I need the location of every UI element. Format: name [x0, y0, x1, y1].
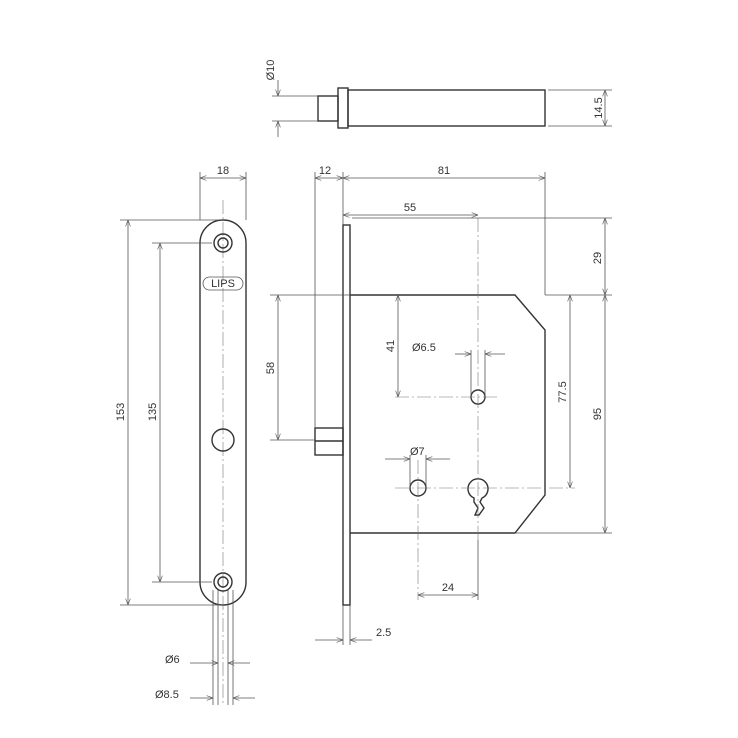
- dim-bolt-height: 58: [265, 362, 277, 374]
- dim-hole-small: Ø6: [165, 654, 180, 666]
- dim-spindle-diameter: Ø10: [265, 60, 277, 81]
- dim-spindle-height: 14.5: [593, 97, 605, 118]
- dim-plate-thickness: 2.5: [376, 627, 391, 639]
- faceplate-view: LIPS 18 153 135 Ø6 Ø8.5: [115, 165, 255, 705]
- spindle-view: Ø10 14.5: [265, 60, 612, 137]
- dim-key-spacing: 24: [442, 582, 454, 594]
- dim-hole-large: Ø8.5: [155, 689, 179, 701]
- dim-centers: 77.5: [557, 381, 569, 402]
- dim-faceplate-length: 153: [115, 403, 127, 421]
- lips-logo: LIPS: [211, 278, 235, 290]
- dim-hole-offset: 41: [385, 340, 397, 352]
- dim-body-height: 95: [592, 408, 604, 420]
- dim-backset: 55: [404, 202, 416, 214]
- lock-body-view: 12 81 55 29 95 77.5 58 41 Ø6.5 Ø7 24 2.5: [265, 165, 612, 645]
- dim-bolt-projection: 12: [319, 165, 331, 177]
- dim-hole-lower: Ø7: [410, 446, 425, 458]
- dim-body-depth: 81: [438, 165, 450, 177]
- dim-hole-spacing: 135: [147, 403, 159, 421]
- keyhole-icon: [467, 478, 489, 516]
- dim-top-offset: 29: [592, 252, 604, 264]
- dim-faceplate-width: 18: [217, 165, 229, 177]
- dim-hole-upper: Ø6.5: [412, 342, 436, 354]
